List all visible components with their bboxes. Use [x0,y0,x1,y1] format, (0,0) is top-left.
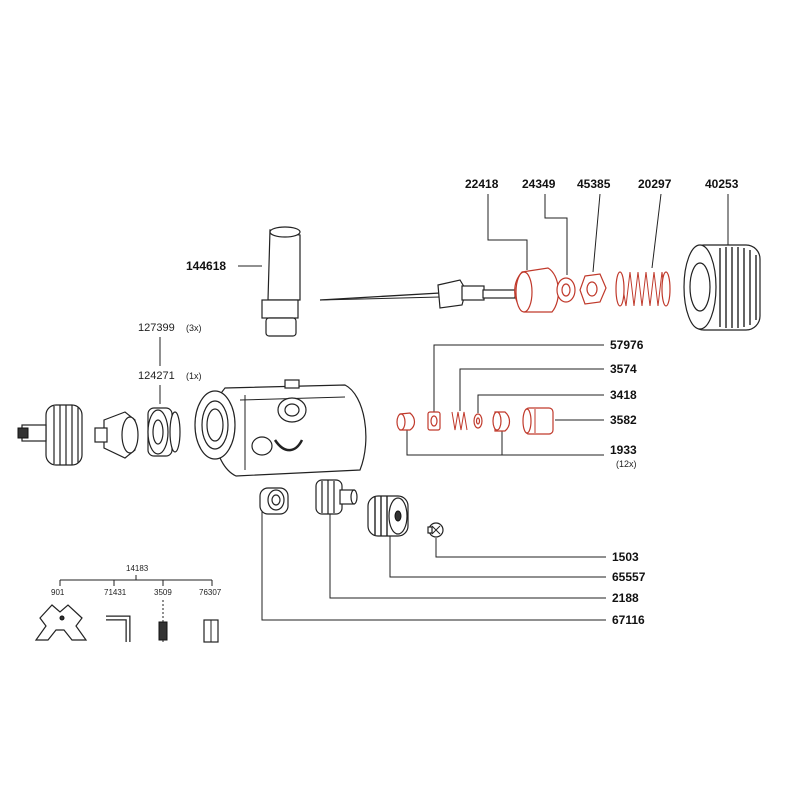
label-22418: 22418 [465,177,499,191]
label-40253: 40253 [705,177,739,191]
part-901-wrench [34,604,88,641]
leader-22418 [487,194,528,270]
label-127399: 127399 [138,322,175,334]
part-45385-nut [579,273,607,305]
label-71431: 71431 [104,588,127,597]
label-1933: 1933 [610,443,637,457]
part-3418-washer [473,413,483,429]
leader-57976 [433,344,604,412]
part-67116-plug [259,487,289,515]
label-45385: 45385 [577,177,611,191]
label-901: 901 [51,588,65,597]
part-1933-cap-a [396,412,416,431]
service-kit-14183: 14183 901 71431 3509 76307 [34,564,222,643]
leader-2188 [329,510,606,599]
part-22418-seal [514,267,559,313]
part-65557-knob [367,495,409,537]
label-2188: 2188 [612,591,639,605]
part-144618-plug [261,226,301,337]
part-57976-bushing [427,411,441,431]
fluid-needle [319,279,516,309]
part-1503-screw [427,522,444,538]
leader-20297 [651,193,662,269]
part-3582-sleeve [522,407,554,435]
label-3574: 3574 [610,362,637,376]
label-14183: 14183 [126,564,149,573]
part-1933-cap-b [492,411,511,432]
part-3574-spring [451,411,468,431]
leader-1503 [435,538,606,558]
label-65557: 65557 [612,570,646,584]
label-57976: 57976 [610,338,644,352]
qty-127399: (3x) [186,323,202,333]
label-76307: 76307 [199,588,222,597]
label-1503: 1503 [612,550,639,564]
leader-45385 [592,193,601,273]
gun-body [194,379,367,477]
part-2188-valve [315,479,358,515]
label-20297: 20297 [638,177,672,191]
qty-1933: (12x) [616,459,637,469]
leader-65557 [389,535,606,578]
part-76307-tube [203,619,219,643]
label-3509: 3509 [154,588,172,597]
leader-3574 [459,368,604,411]
label-3582: 3582 [610,413,637,427]
leader-3418 [477,394,604,413]
label-124271: 124271 [138,370,175,382]
air-cap [17,404,83,466]
part-3509-brush [158,600,168,642]
label-67116: 67116 [612,613,645,627]
part-71431-hex-key [106,615,131,642]
label-24349: 24349 [522,177,556,191]
part-40253-adjusting-knob [683,244,761,331]
leader-24349 [544,194,568,275]
part-24349-washer [556,277,576,303]
label-144618: 144618 [186,259,226,273]
part-20297-spring [615,271,671,307]
label-3418: 3418 [610,388,637,402]
qty-124271: (1x) [186,371,202,381]
leader-1933 [406,430,604,456]
nozzle [94,411,139,459]
leader-67116 [261,510,606,621]
part-124271-ring [147,407,181,457]
